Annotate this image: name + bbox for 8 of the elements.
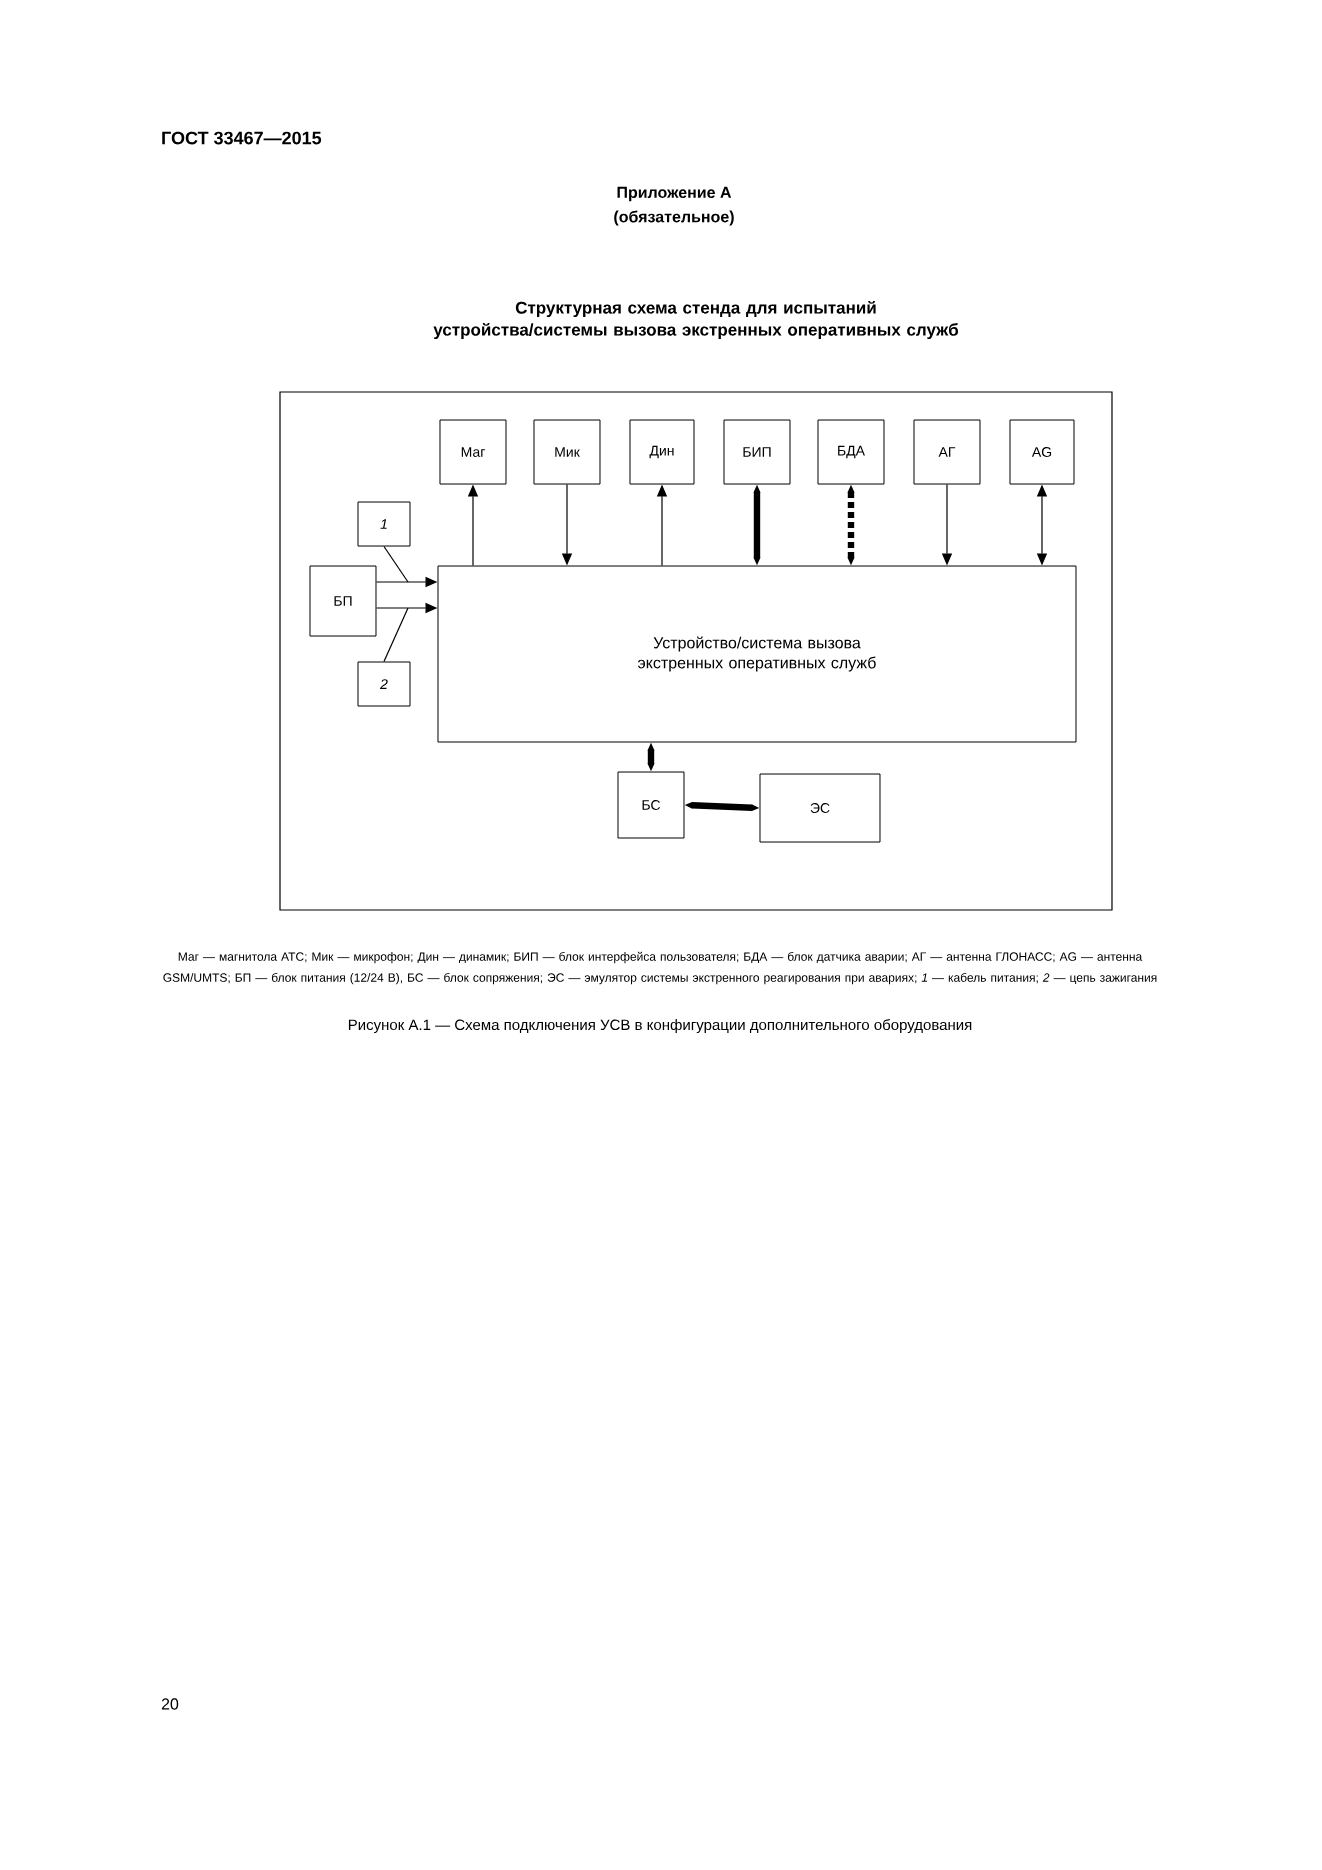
document-number: ГОСТ 33467—2015 (162, 131, 322, 145)
appendix-heading: Приложение А (617, 186, 732, 202)
title: Структурная схема стенда для испытаний устройства/системы вызова экстренных оперативных служб (433, 300, 958, 340)
appendix-status: (обязательное) (614, 210, 734, 226)
page-number: 20 (161, 1698, 179, 1710)
leader-line (383, 545, 409, 583)
device-box: Устройство/система вызова экстренных оперативных служб (437, 565, 1077, 743)
leader-line (383, 607, 409, 663)
